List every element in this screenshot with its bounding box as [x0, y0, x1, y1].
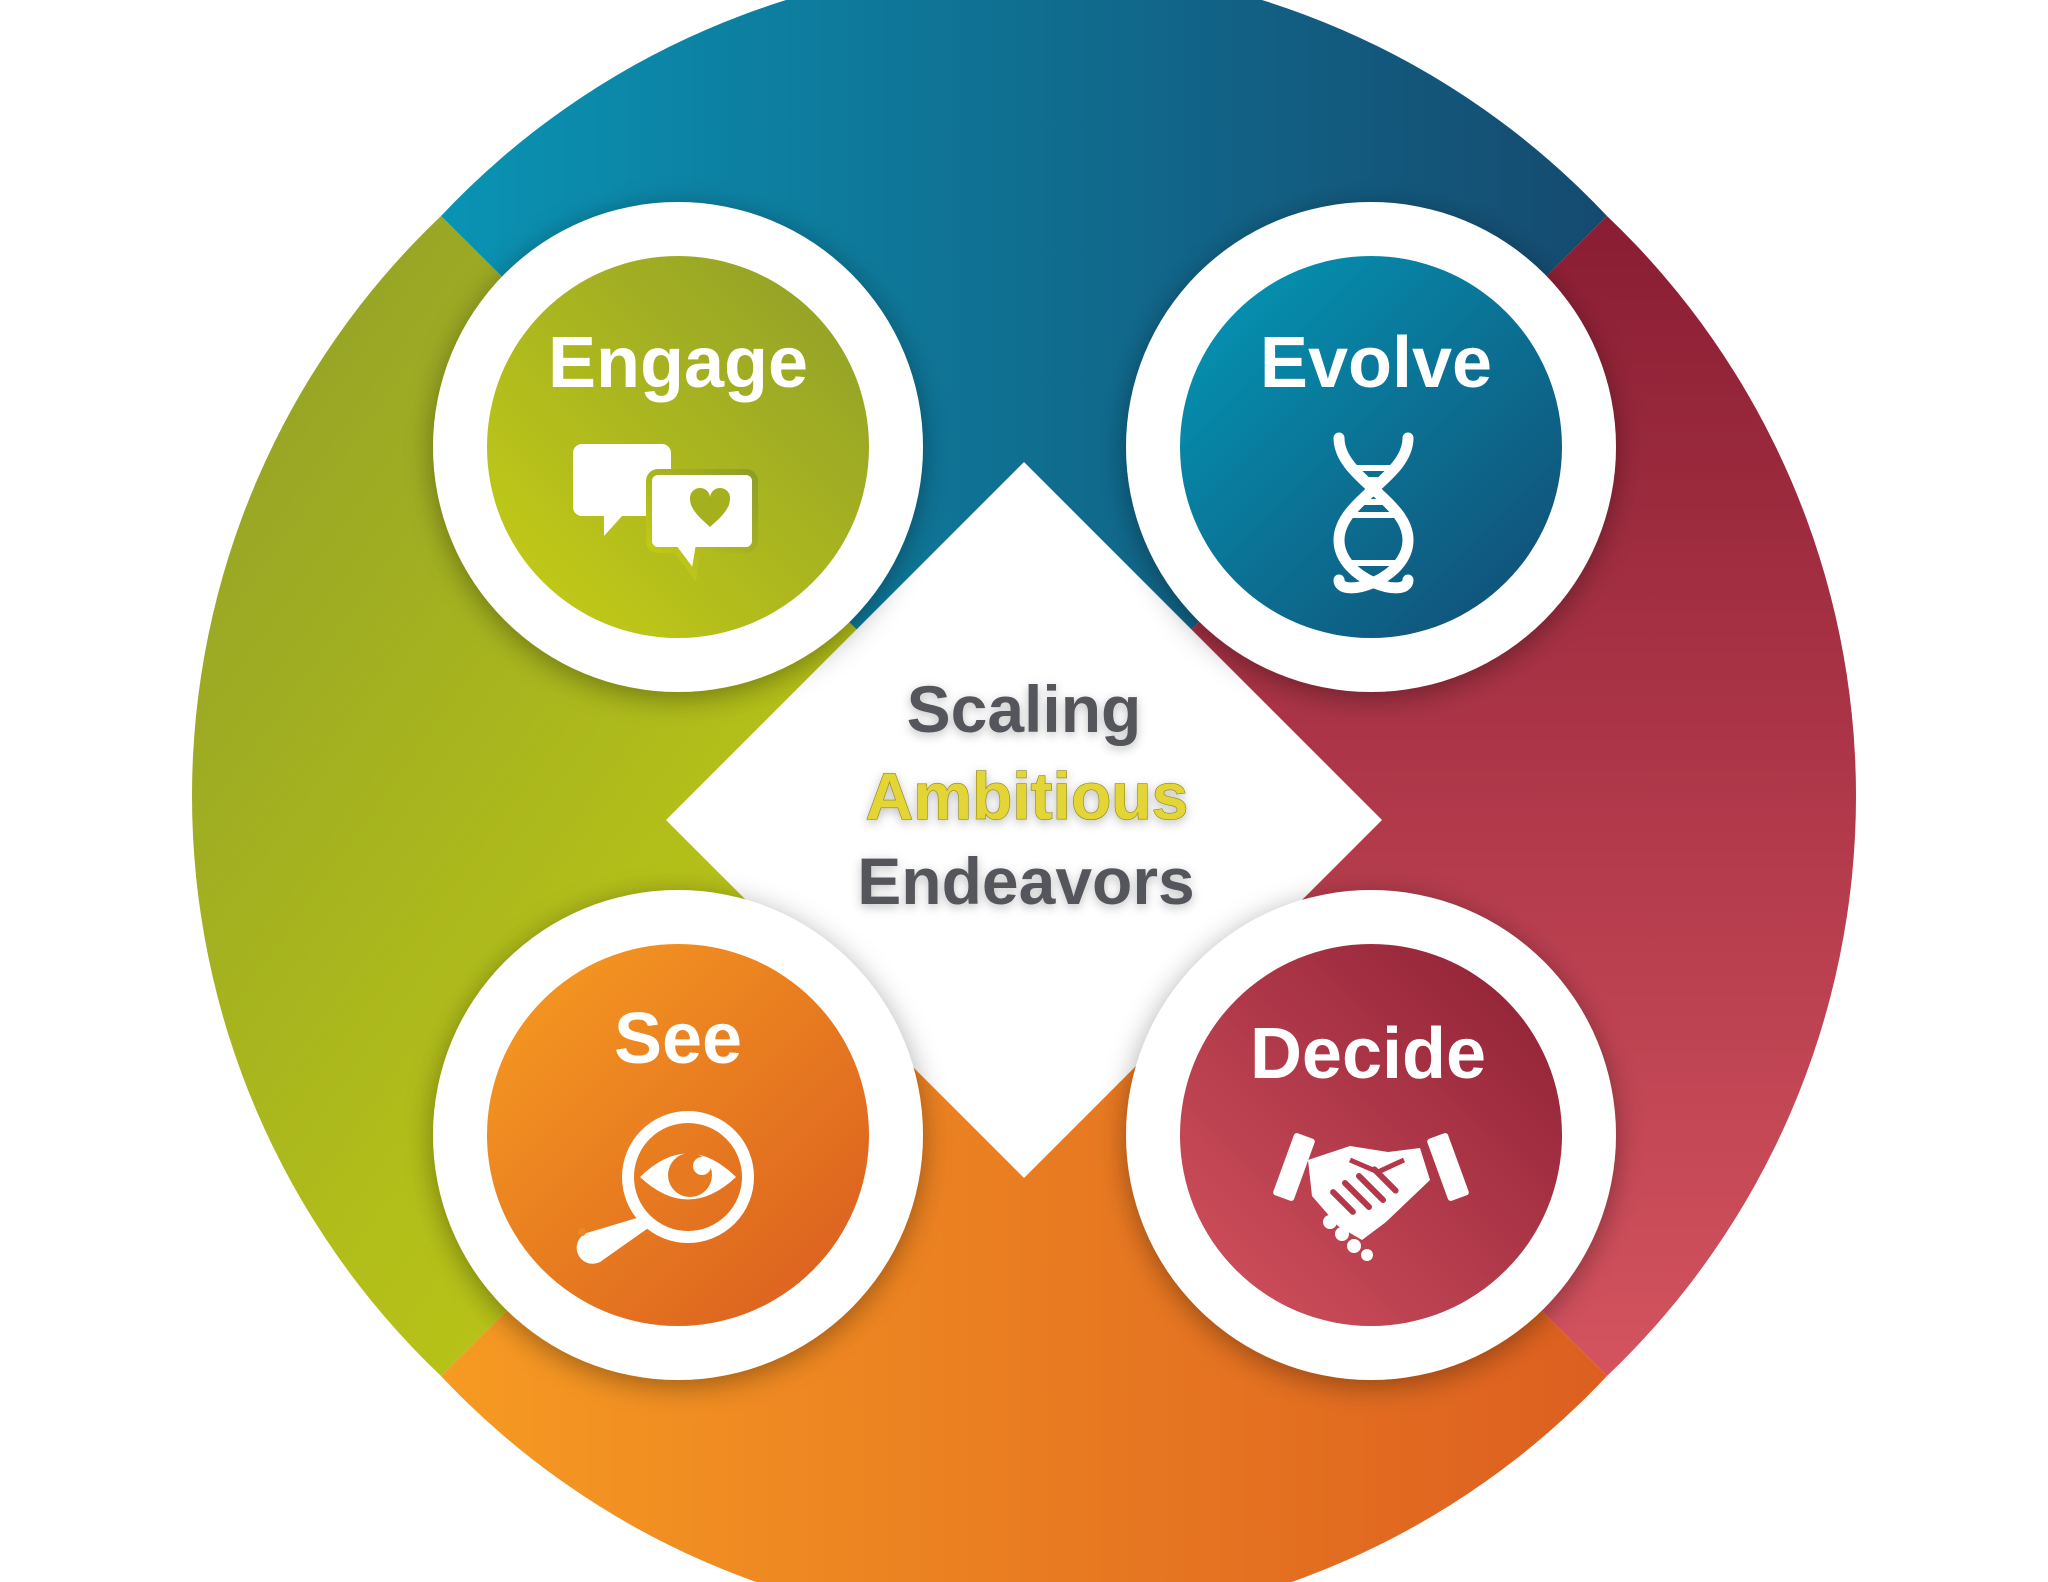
outer-ring: [191, 0, 1857, 1582]
center-line-scaling: Scaling: [907, 672, 1142, 746]
center-title: Scaling Ambitious Endeavors: [857, 672, 1194, 918]
ring-segment-blue: [441, 0, 1607, 796]
magnifier-eye-icon: [576, 1111, 754, 1264]
center-line-ambitious: Ambitious: [866, 759, 1189, 833]
node-engage: Engage: [433, 202, 923, 692]
ring-segment-green: [191, 216, 1025, 1376]
ring-segment-orange: [441, 796, 1607, 1582]
dna-icon: [1333, 432, 1414, 594]
node-engage-label: Engage: [548, 323, 808, 403]
node-decide: Decide: [1126, 890, 1616, 1380]
chat-heart-icon: [573, 444, 758, 582]
node-see: See: [433, 890, 923, 1380]
node-see-label: See: [614, 999, 742, 1079]
center-line-endeavors: Endeavors: [857, 844, 1194, 918]
ring-segment-red: [1024, 216, 1857, 1376]
node-decide-label: Decide: [1250, 1014, 1486, 1094]
node-evolve-label: Evolve: [1260, 323, 1492, 403]
handshake-icon: [1273, 1133, 1469, 1261]
node-evolve: Evolve: [1126, 202, 1616, 692]
